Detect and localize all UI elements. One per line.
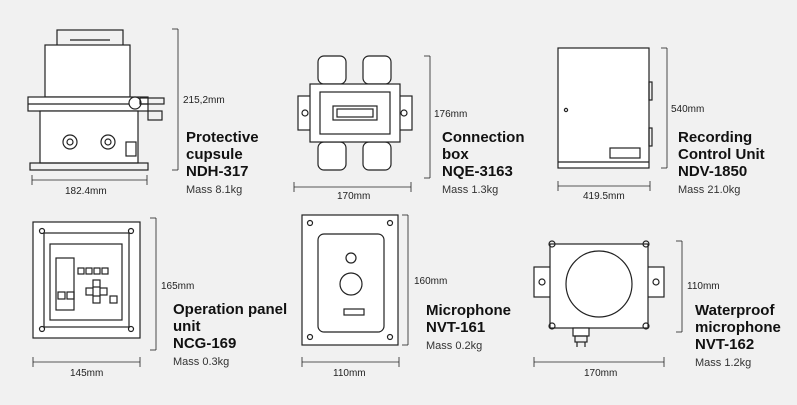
- product-name-line: Connection: [442, 129, 525, 146]
- protective-capsule-width: 182.4mm: [65, 186, 107, 197]
- waterproof-microphone-width: 170mm: [584, 368, 618, 379]
- product-name-line: cupsule: [186, 146, 243, 163]
- protective-capsule-drawing: [27, 29, 165, 171]
- microphone-height: 160mm: [414, 276, 448, 287]
- recording-unit-label: Recording Control Unit NDV-1850 Mass 21.…: [678, 129, 765, 199]
- product-model: NQE-3163: [442, 163, 513, 180]
- waterproof-microphone-drawing: [533, 240, 665, 347]
- product-name-line: Operation panel: [173, 301, 288, 318]
- product-model: NDH-317: [186, 163, 249, 180]
- product-mass: Mass 1.2kg: [695, 357, 752, 369]
- waterproof-microphone-height: 110mm: [687, 281, 720, 292]
- operation-panel-label: Operation panel unit NCG-169 Mass 0.3kg: [173, 301, 287, 371]
- protective-capsule-label: Protective cupsule NDH-317 Mass 8.1kg: [186, 129, 259, 199]
- recording-unit-height: 540mm: [671, 104, 705, 115]
- microphone-label: Microphone NVT-161 Mass 0.2kg: [426, 302, 511, 355]
- microphone-dimension-lines: [301, 214, 409, 367]
- product-name-line: Microphone: [426, 302, 511, 319]
- product-name-line: microphone: [695, 319, 781, 336]
- product-name-line: Protective: [186, 129, 259, 146]
- product-mass: Mass 1.3kg: [442, 184, 499, 196]
- product-mass: Mass 21.0kg: [678, 184, 741, 196]
- recording-unit-drawing: [557, 47, 653, 169]
- operation-panel-height: 165mm: [161, 281, 195, 292]
- operation-panel-dimension-lines: [32, 217, 157, 367]
- protective-capsule-dimension-lines: [31, 28, 179, 185]
- recording-unit-width: 419.5mm: [583, 191, 625, 202]
- product-mass: Mass 8.1kg: [186, 184, 243, 196]
- product-name-line: unit: [173, 318, 201, 335]
- connection-box-drawing: [297, 55, 413, 171]
- operation-panel-width: 145mm: [70, 368, 104, 379]
- product-model: NVT-161: [426, 319, 486, 336]
- connection-box-height: 176mm: [434, 109, 468, 120]
- connection-box-width: 170mm: [337, 191, 371, 202]
- waterproof-microphone-label: Waterproof microphone NVT-162 Mass 1.2kg: [695, 302, 781, 372]
- product-name-line: box: [442, 146, 469, 163]
- product-mass: Mass 0.3kg: [173, 356, 230, 368]
- connection-box-label: Connection box NQE-3163 Mass 1.3kg: [442, 129, 525, 199]
- product-model: NVT-162: [695, 336, 755, 353]
- protective-capsule-height: 215,2mm: [183, 95, 225, 106]
- product-mass: Mass 0.2kg: [426, 340, 483, 352]
- microphone-drawing: [301, 214, 399, 346]
- product-name-line: Recording: [678, 129, 753, 146]
- product-model: NCG-169: [173, 335, 237, 352]
- waterproof-microphone-dimension-lines: [533, 240, 683, 367]
- recording-unit-dimension-lines: [557, 47, 668, 191]
- product-model: NDV-1850: [678, 163, 748, 180]
- connection-box-dimension-lines: [293, 55, 431, 192]
- product-name-line: Waterproof: [695, 302, 775, 319]
- operation-panel-drawing: [32, 221, 141, 339]
- microphone-width: 110mm: [333, 368, 366, 379]
- product-name-line: Control Unit: [678, 146, 765, 163]
